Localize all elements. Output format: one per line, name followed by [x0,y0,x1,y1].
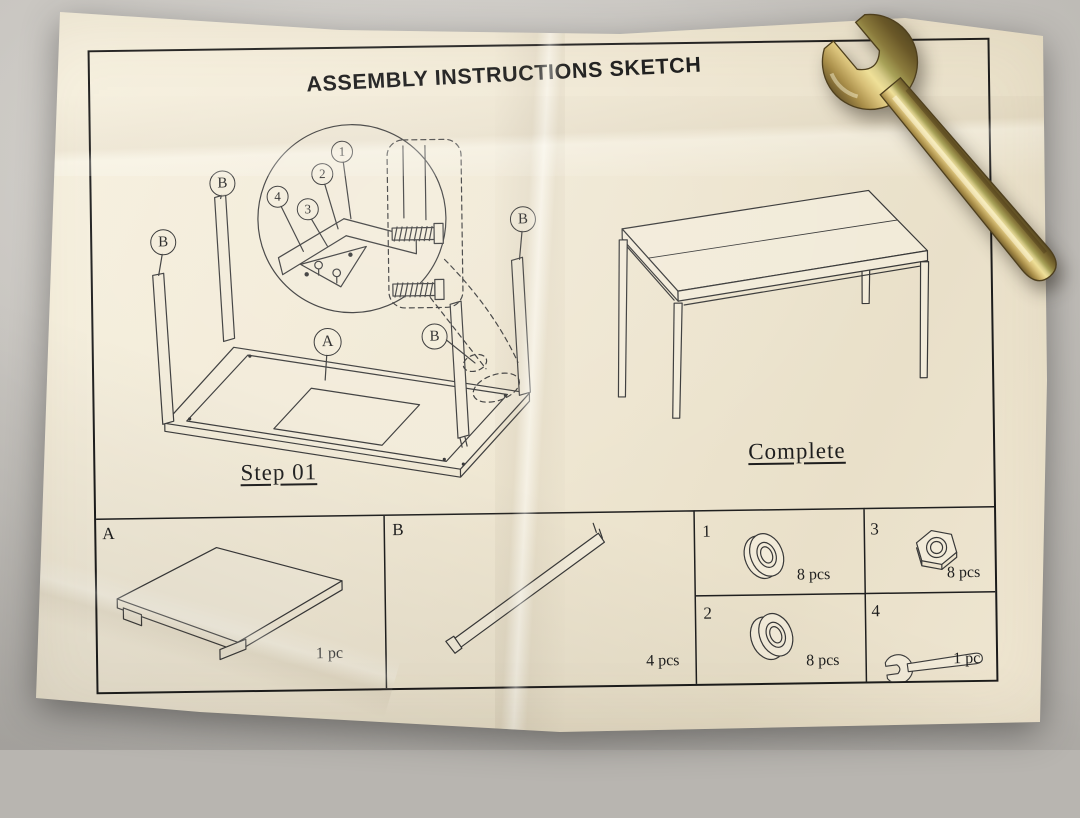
part-4-qty: 1 pc [953,649,981,668]
assembly-sheet-photo: ASSEMBLY INSTRUCTIONS SKETCH [0,0,1080,750]
part-a-label: A [102,523,115,544]
callout-marker-1: 1 [330,140,354,163]
part-1-label: 1 [702,521,711,541]
part-a-qty: 1 pc [315,644,344,663]
part-b-drawing [445,522,606,654]
part-2-label: 2 [703,603,713,623]
part-3-drawing [915,529,958,571]
complete-label: Complete [748,437,846,465]
part-a-drawing [116,546,343,661]
detail-number-leader-lines [280,160,352,252]
part-2-drawing [749,612,794,661]
border-frame: ASSEMBLY INSTRUCTIONS SKETCH [87,37,999,695]
part-3-qty: 8 pcs [946,563,981,582]
part-b-qty: 4 pcs [646,652,680,670]
part-3-label: 3 [870,519,879,539]
part-1-qty: 8 pcs [796,566,831,584]
bolt-drawing [391,222,444,245]
detail-inset-circle [257,124,464,314]
part-4-label: 4 [871,601,881,621]
part-1-drawing [743,533,785,580]
step-label: Step 01 [240,459,318,486]
part-2-qty: 8 pcs [806,651,840,670]
exploded-table-diagram [152,193,531,478]
instruction-sheet: ASSEMBLY INSTRUCTIONS SKETCH [36,12,1047,732]
complete-table-diagram [617,189,930,419]
callout-marker-2: 2 [311,162,334,186]
assembly-art [95,124,996,689]
paper-shadow-wrap: ASSEMBLY INSTRUCTIONS SKETCH [36,12,1047,732]
part-b-label: B [392,519,404,540]
parts-grid-lines [95,505,996,689]
